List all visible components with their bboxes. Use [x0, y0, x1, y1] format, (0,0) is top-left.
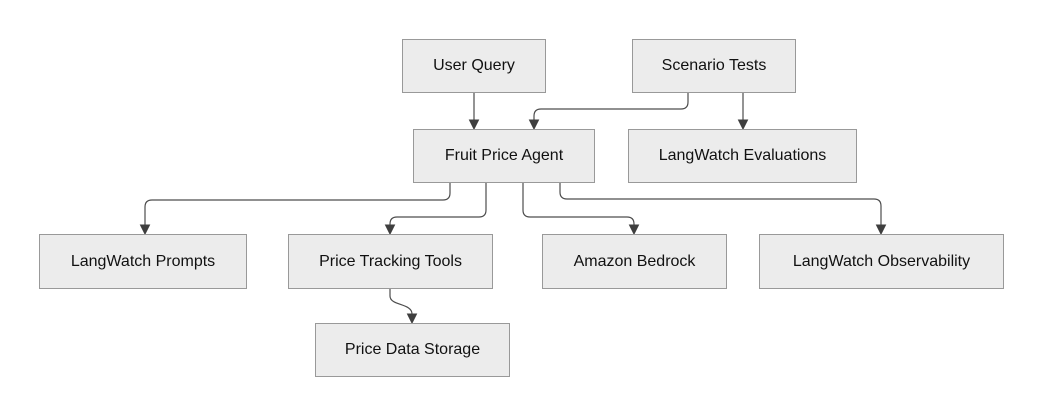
node-price-data-storage-label: Price Data Storage — [344, 341, 481, 358]
node-fruit-price-agent: Fruit Price Agent — [413, 129, 595, 183]
node-scenario-tests: Scenario Tests — [632, 39, 796, 93]
edge-fruit-price-agent-to-amazon-bedrock — [522, 183, 640, 236]
node-langwatch-observability: LangWatch Observability — [759, 234, 1004, 289]
node-amazon-bedrock-label: Amazon Bedrock — [573, 252, 696, 270]
edge-fruit-price-agent-to-langwatch-observability — [559, 183, 887, 236]
edge-scenario-tests-to-langwatch-evaluations — [737, 93, 749, 131]
node-fruit-price-agent-label: Fruit Price Agent — [444, 147, 564, 164]
node-price-tracking-tools: Price Tracking Tools — [288, 234, 493, 289]
node-price-tracking-tools-label: Price Tracking Tools — [319, 252, 462, 270]
edge-user-query-to-fruit-price-agent — [468, 93, 480, 131]
node-langwatch-evaluations: LangWatch Evaluations — [628, 129, 857, 183]
edge-fruit-price-agent-to-price-tracking-tools — [384, 183, 487, 236]
node-langwatch-prompts-label: LangWatch Prompts — [70, 252, 216, 270]
node-amazon-bedrock: Amazon Bedrock — [542, 234, 727, 289]
node-scenario-tests-label: Scenario Tests — [661, 57, 767, 74]
node-langwatch-evaluations-label: LangWatch Evaluations — [658, 147, 827, 164]
node-langwatch-observability-label: LangWatch Observability — [792, 252, 971, 270]
node-langwatch-prompts: LangWatch Prompts — [39, 234, 247, 289]
edge-price-tracking-tools-to-price-data-storage — [389, 289, 418, 325]
node-user-query: User Query — [402, 39, 546, 93]
edge-fruit-price-agent-to-langwatch-prompts — [139, 183, 451, 236]
node-user-query-label: User Query — [433, 57, 515, 74]
edge-scenario-tests-to-fruit-price-agent — [528, 93, 689, 131]
node-price-data-storage: Price Data Storage — [315, 323, 510, 377]
